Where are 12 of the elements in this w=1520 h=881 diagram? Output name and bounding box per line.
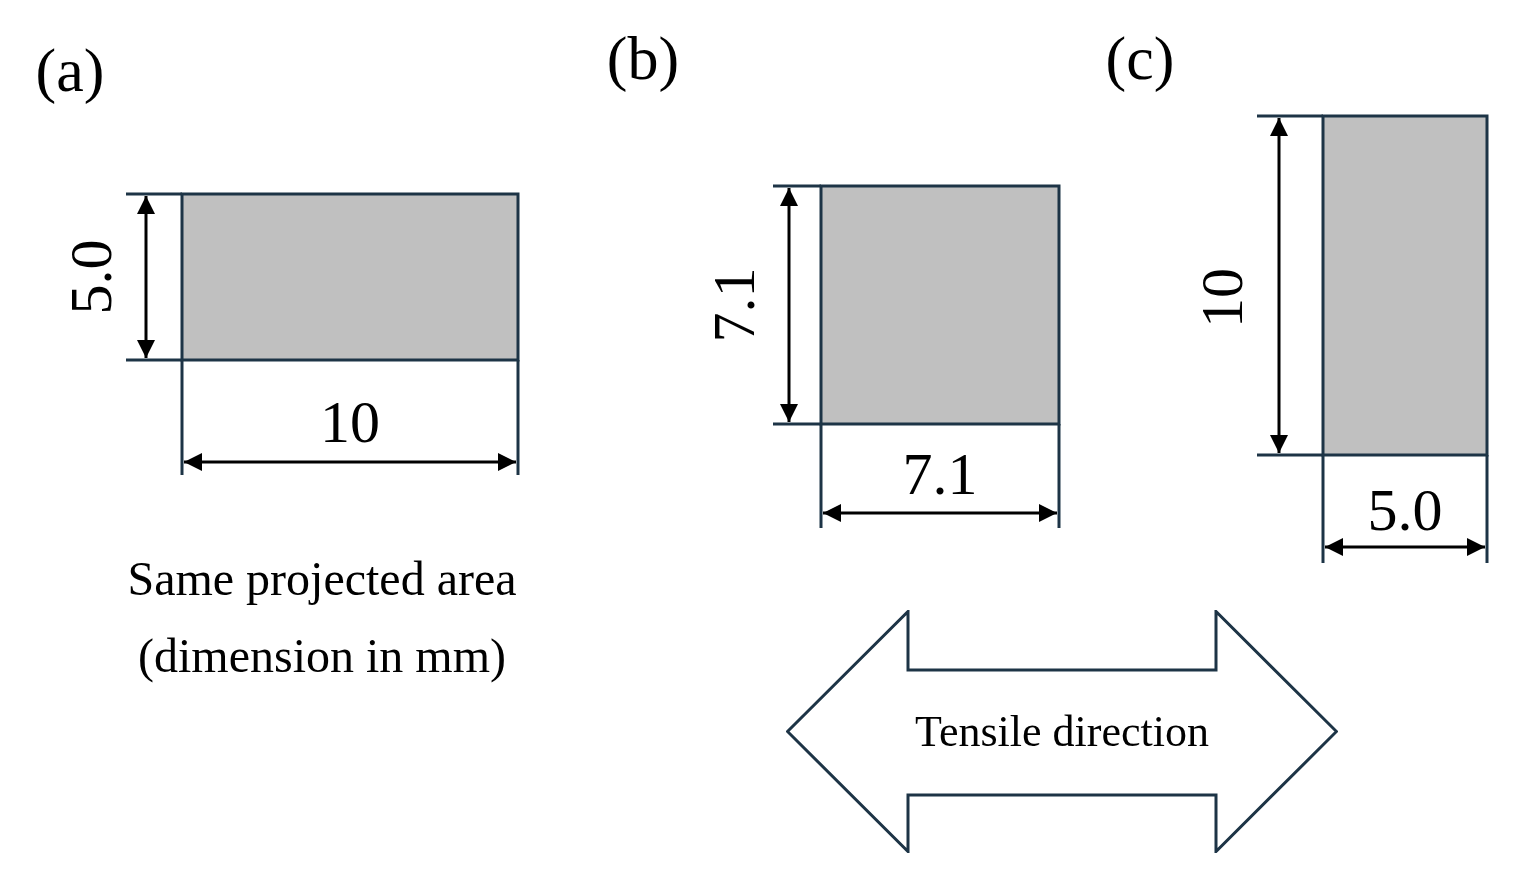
arrow-label: Tensile direction xyxy=(915,706,1209,757)
dimension-label: 10 xyxy=(1192,268,1252,328)
specimen-rectangle xyxy=(819,184,1061,426)
dimension-label: 10 xyxy=(320,392,380,452)
caption-text: Same projected area (dimension in mm) xyxy=(126,551,518,685)
specimen-rectangle xyxy=(180,192,520,362)
dimension-label: 7.1 xyxy=(902,444,978,504)
specimen-rectangle xyxy=(1321,114,1489,457)
double-arrow-shape xyxy=(786,610,1338,853)
dimension-label: 5.0 xyxy=(1367,480,1443,540)
dimension-label: 5.0 xyxy=(60,239,120,315)
dimension-label: 7.1 xyxy=(703,267,763,343)
